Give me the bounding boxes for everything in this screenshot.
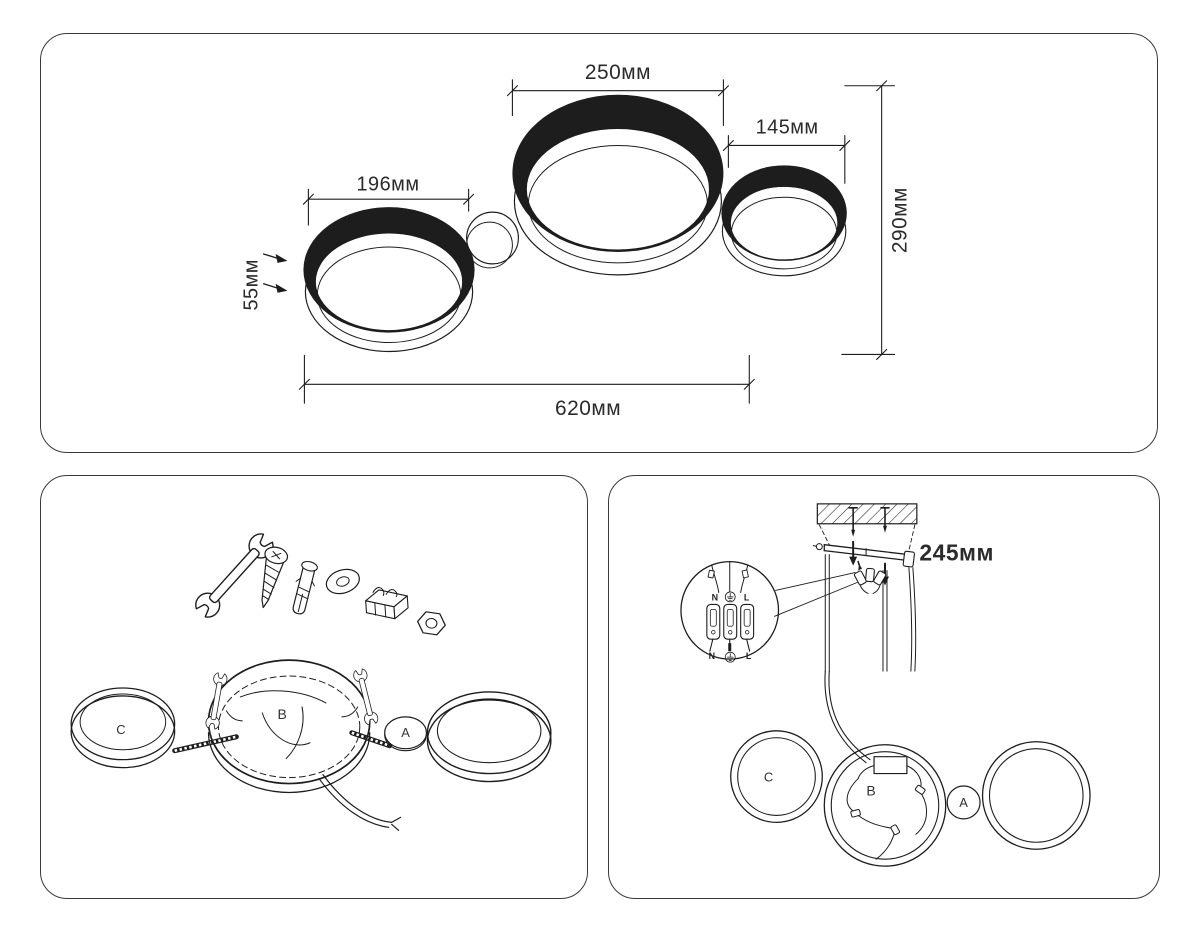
ring-right-part bbox=[426, 691, 552, 783]
wire-connector bbox=[850, 809, 861, 818]
part-label-a: A bbox=[959, 795, 968, 810]
hex-nut-icon bbox=[416, 611, 446, 636]
dimension-label-290: 290мм bbox=[889, 187, 912, 253]
dimension-label-55: 55мм bbox=[241, 259, 263, 310]
part-label-a: A bbox=[401, 725, 410, 740]
dimension-label-620: 620мм bbox=[555, 397, 621, 420]
assembly-parts-panel: C B A bbox=[40, 475, 588, 899]
ground-symbol-icon bbox=[724, 591, 736, 603]
rings-top-view: C B A bbox=[730, 730, 1091, 867]
dimensions-drawing: 250мм 145мм 196мм 55мм bbox=[241, 61, 912, 420]
mounting-panel: 245мм bbox=[608, 475, 1160, 899]
small-wrench-right-icon bbox=[352, 667, 380, 727]
part-label-b: B bbox=[278, 706, 287, 722]
terminal-block-icon bbox=[365, 586, 409, 620]
terminal-label-n-bottom: N bbox=[709, 651, 715, 661]
dimension-label-196: 196мм bbox=[356, 173, 419, 195]
led-driver-box bbox=[873, 756, 908, 775]
supply-wire bbox=[318, 773, 402, 831]
small-wrench-left-icon bbox=[204, 671, 229, 731]
dim-290 bbox=[841, 80, 896, 360]
ring-right-top-view bbox=[981, 741, 1091, 850]
down-arrow-icon bbox=[849, 540, 858, 566]
connector-a-part: A bbox=[384, 716, 428, 752]
terminal-cluster bbox=[853, 560, 887, 594]
suspension-cables bbox=[824, 554, 917, 672]
washer-icon bbox=[325, 568, 360, 595]
wire-connector bbox=[890, 824, 900, 836]
ring-b-top-view: B bbox=[823, 744, 947, 867]
terminal-label-n-top: N bbox=[712, 592, 718, 602]
dimension-label-145: 145мм bbox=[756, 117, 819, 139]
ceiling-hatch bbox=[816, 503, 918, 525]
part-label-b: B bbox=[866, 782, 875, 798]
dim-250 bbox=[506, 79, 729, 127]
dim-620 bbox=[298, 354, 755, 404]
canopy-b-part: B bbox=[207, 659, 371, 794]
threaded-rod-left bbox=[172, 734, 239, 754]
ring-145-drawing bbox=[721, 165, 847, 277]
mounting-bracket bbox=[812, 524, 916, 568]
dim-196 bbox=[302, 188, 475, 226]
dimension-label-245: 245мм bbox=[919, 540, 994, 566]
ring-196-drawing bbox=[303, 207, 475, 353]
detail-leader-lines bbox=[774, 572, 858, 617]
dim-55: 55мм bbox=[241, 253, 288, 311]
mounting-drawing: 245мм bbox=[680, 503, 1091, 867]
assembly-step: C B A bbox=[70, 659, 552, 831]
assembly-drawing: C B A bbox=[70, 529, 552, 831]
stripped-wire bbox=[728, 643, 732, 652]
ground-symbol-icon bbox=[724, 651, 736, 663]
included-hardware bbox=[191, 529, 446, 636]
dim-145 bbox=[722, 134, 851, 184]
connector-a-top-view: A bbox=[946, 785, 981, 820]
ring-c-top-view: C bbox=[730, 730, 823, 824]
threaded-rod-right bbox=[349, 730, 393, 749]
dimensions-panel: 250мм 145мм 196мм 55мм bbox=[40, 33, 1158, 453]
terminal-blocks bbox=[706, 603, 755, 640]
ring-250-drawing bbox=[512, 94, 724, 276]
wire-connector bbox=[914, 784, 926, 795]
part-label-c: C bbox=[764, 770, 773, 785]
screw-icon bbox=[261, 546, 289, 609]
wiring-detail-circle: N L bbox=[680, 560, 780, 663]
feed-wire bbox=[824, 670, 871, 764]
part-label-c: C bbox=[116, 722, 125, 737]
connector-circle-drawing bbox=[466, 211, 519, 269]
ring-c-part: C bbox=[70, 687, 176, 769]
wall-plug-icon bbox=[292, 560, 318, 615]
dimension-label-250: 250мм bbox=[585, 61, 651, 84]
terminal-label-l-top: L bbox=[744, 592, 750, 602]
terminal-label-l-bottom: L bbox=[746, 651, 752, 661]
